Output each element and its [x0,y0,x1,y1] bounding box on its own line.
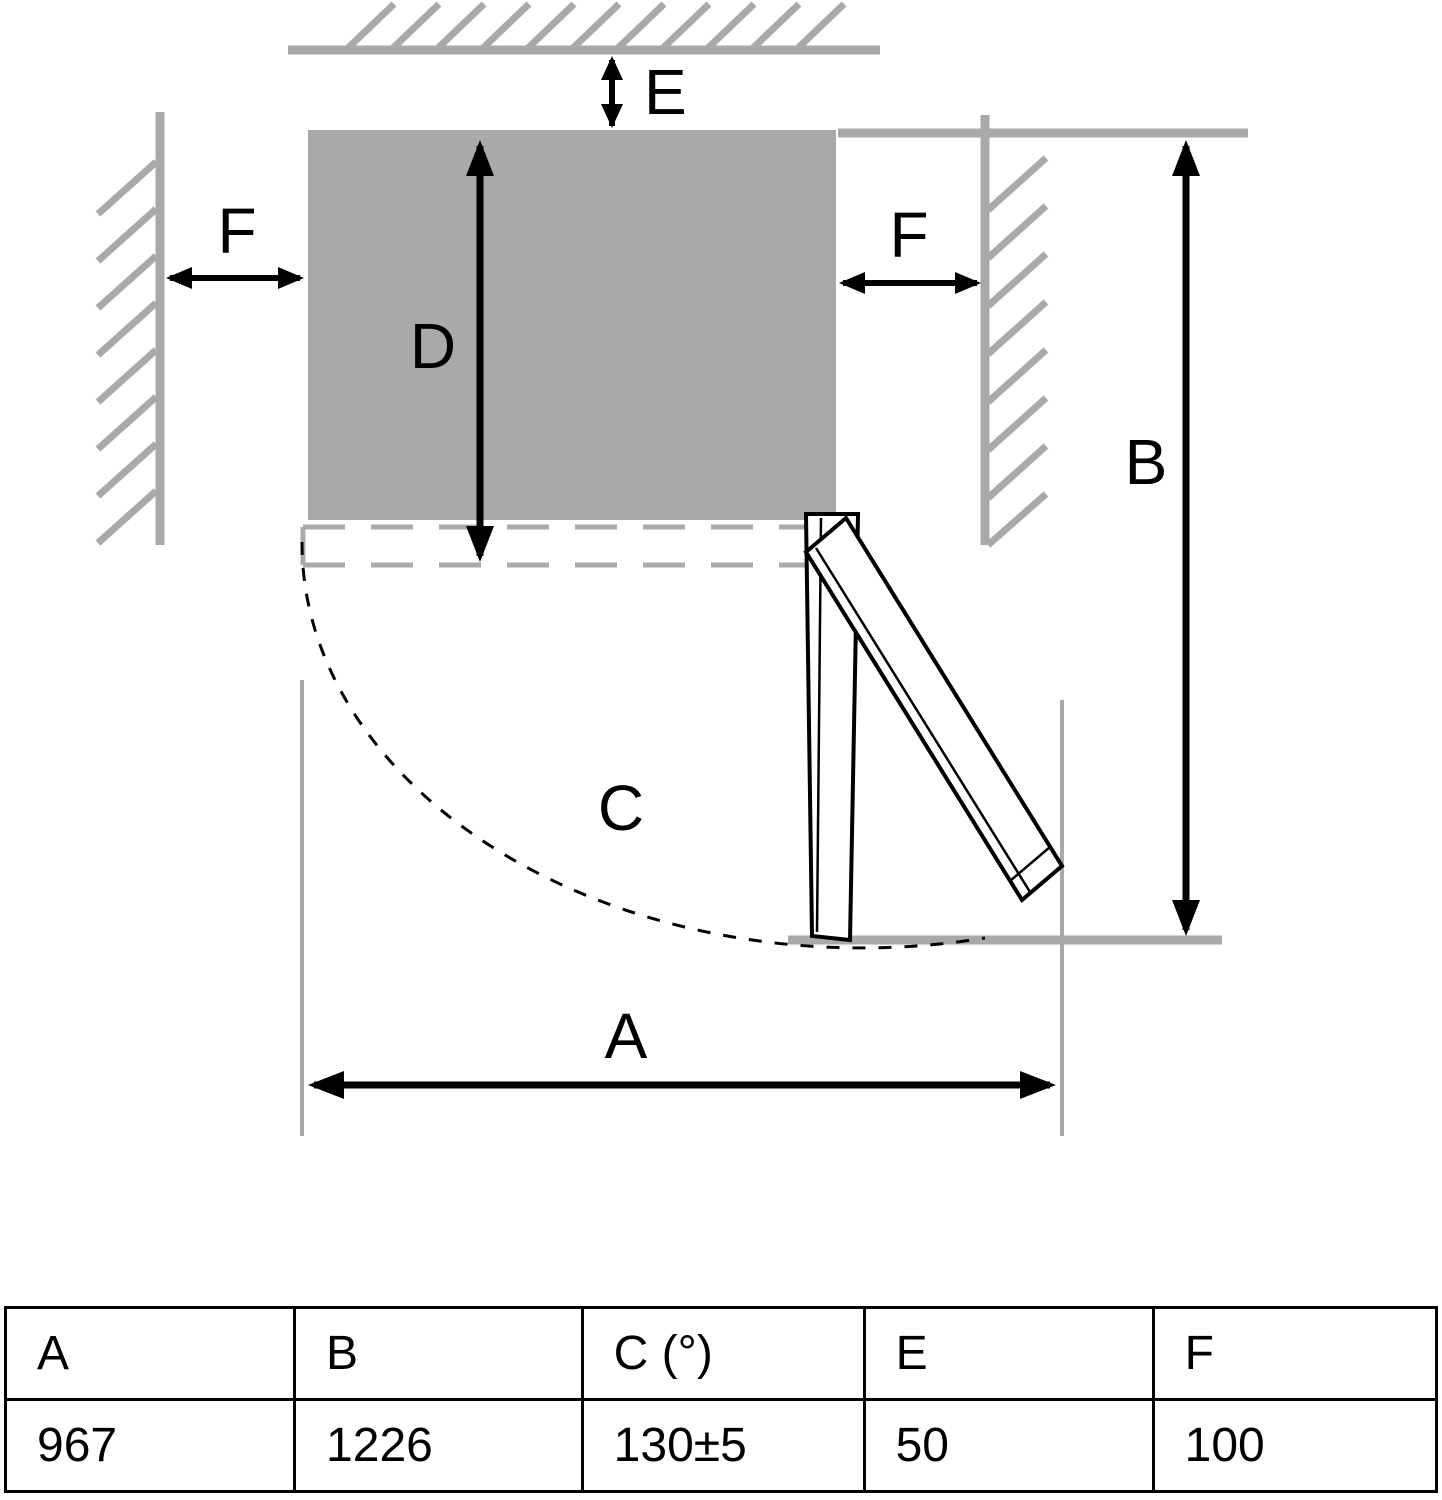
door-closed-dashed-outline [300,519,839,569]
table-value-a: 967 [3,1398,297,1493]
label-e: E [644,56,687,128]
dimension-f-right: F [839,199,981,294]
table-header-c: C (°) [580,1306,866,1401]
dimension-b: B [1125,140,1200,936]
label-f-left: F [217,195,256,267]
dimension-f-left: F [166,195,304,289]
dimension-table: A B C (°) E F 967 1226 130±5 50 100 [3,1306,1439,1493]
table-value-row: 967 1226 130±5 50 100 [3,1398,1439,1493]
table-header-e: E [862,1306,1155,1401]
appliance-body [308,130,836,520]
label-d: D [410,310,456,382]
right-wall [980,115,1049,548]
top-wall-hatching [345,1,847,51]
label-f-right: F [889,199,928,271]
label-a: A [605,1000,648,1072]
table-header-b: B [293,1306,584,1401]
dimension-d: D [410,140,494,562]
label-c: C [598,772,644,844]
dimension-e: E [601,56,687,128]
installation-clearance-diagram: E F F D B C [95,1,1248,1136]
table-value-f: 100 [1151,1398,1439,1493]
table-value-e: 50 [862,1398,1155,1493]
left-wall [95,112,165,546]
door-open-130 [803,514,1065,904]
top-wall [288,1,880,55]
table-header-row: A B C (°) E F [3,1306,1439,1401]
door-swing-arc [300,541,986,950]
table-header-f: F [1151,1306,1439,1401]
dimension-a: A [308,1000,1056,1099]
left-wall-hatching [95,159,159,546]
label-b: B [1125,426,1168,498]
table-value-c: 130±5 [580,1398,866,1493]
door-handle [1009,846,1051,882]
door-open-90 [803,512,861,943]
right-wall-hatching [985,155,1049,548]
table-value-b: 1226 [293,1398,584,1493]
table-header-a: A [3,1306,297,1401]
